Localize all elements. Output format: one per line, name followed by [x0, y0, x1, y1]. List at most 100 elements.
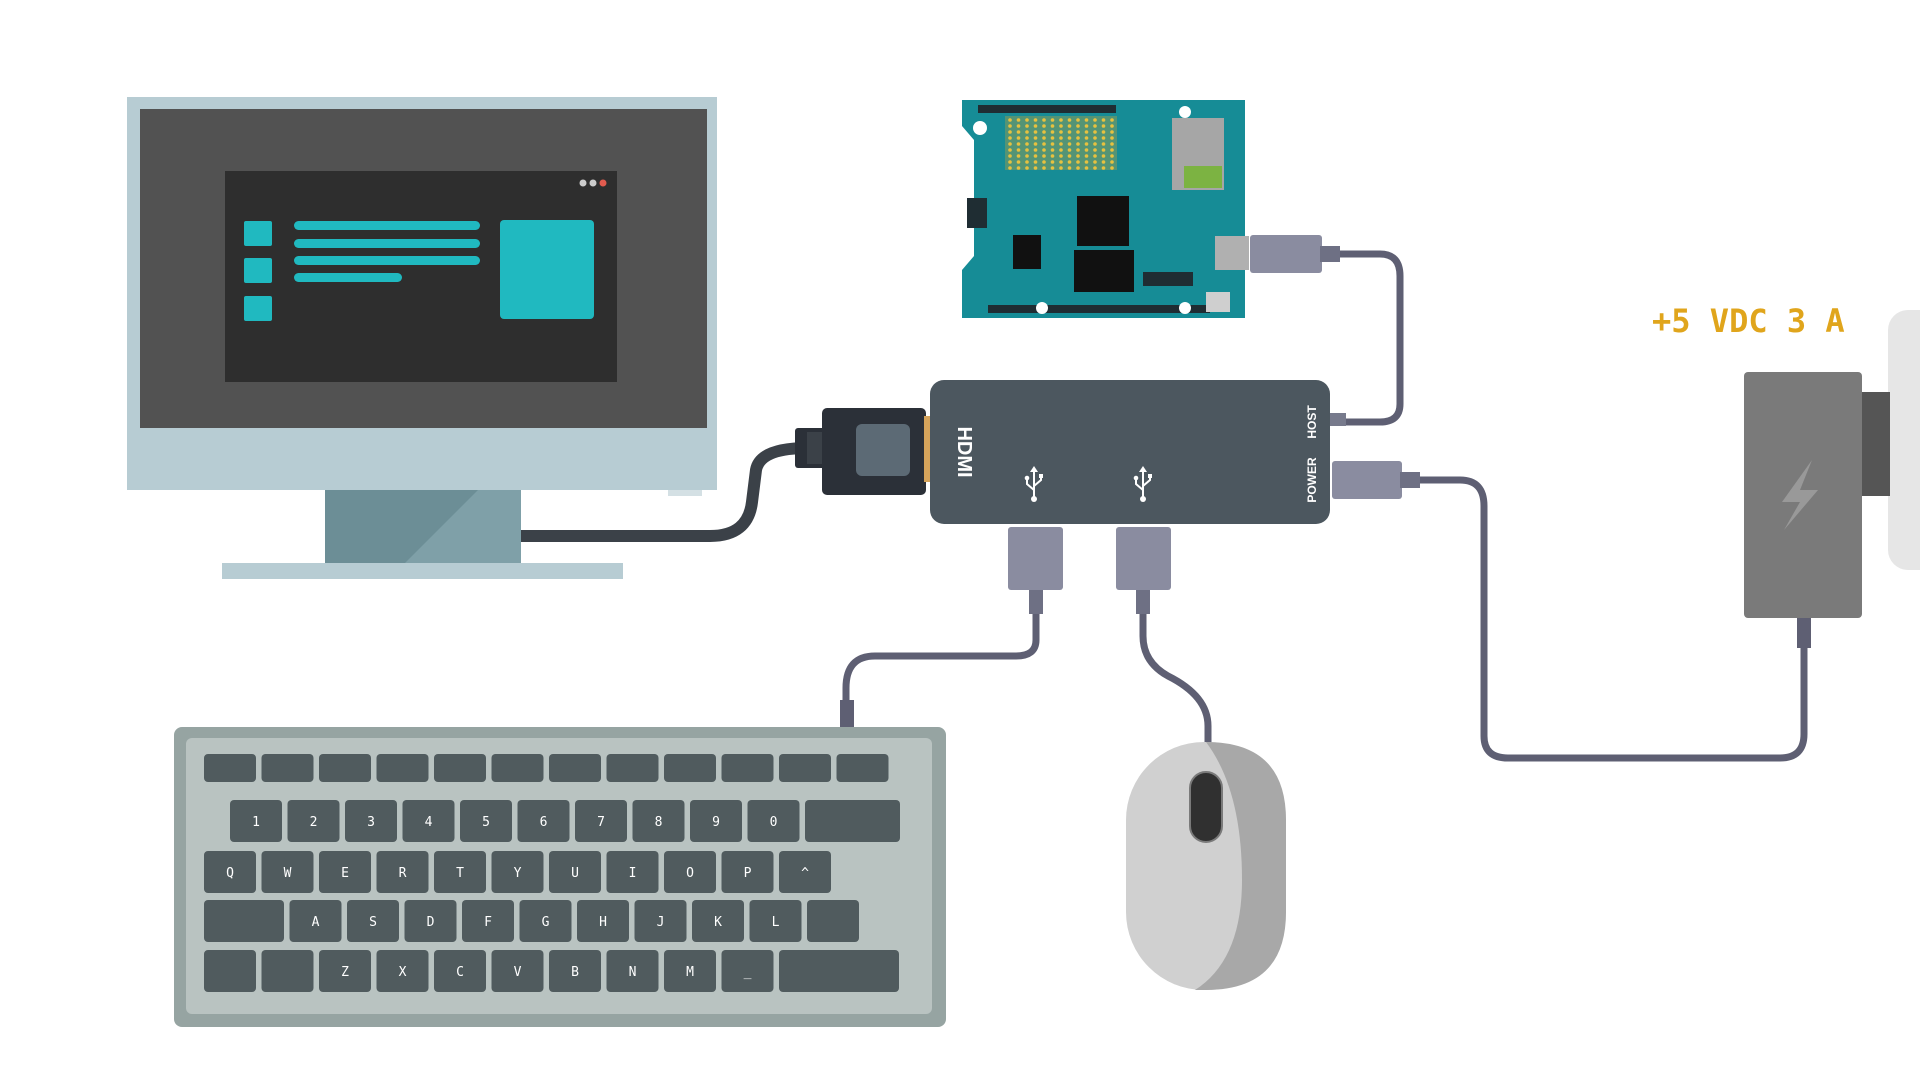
board-pin	[1059, 154, 1063, 158]
board-pin	[1110, 118, 1114, 122]
hdmi-plug	[795, 408, 933, 495]
usb-plug-keyboard	[1008, 527, 1063, 590]
window-line-1	[294, 221, 480, 230]
board-wifi-shield	[1184, 166, 1222, 188]
hdmi-plug-tip	[924, 416, 933, 482]
board-pin	[1050, 124, 1055, 128]
key-cap	[721, 754, 774, 782]
key-label: T	[456, 866, 464, 881]
key-cap	[319, 754, 371, 782]
board-pin	[1059, 166, 1063, 170]
key-label: 0	[770, 815, 778, 830]
key-label: _	[744, 965, 752, 980]
key-label: A	[312, 915, 320, 930]
power-cable	[1406, 476, 1808, 762]
key-label: O	[686, 866, 694, 881]
keyboard-key	[376, 754, 429, 782]
usb-plug-mouse-neck	[1136, 590, 1150, 614]
keyboard-key: U	[549, 851, 601, 893]
board-pin	[1042, 136, 1046, 140]
board-chip-small	[1013, 235, 1041, 269]
keyboard-key: D	[404, 900, 457, 942]
board-usb-port	[1215, 236, 1249, 270]
key-cap	[549, 851, 601, 893]
board-pin	[1110, 160, 1114, 164]
keyboard-key: T	[434, 851, 486, 893]
keyboard-key: G	[519, 900, 572, 942]
window-line-4	[294, 273, 402, 282]
power-port-label: POWER	[1305, 457, 1319, 503]
power-plug	[1332, 461, 1402, 499]
keyboard-key: R	[376, 851, 429, 893]
mouse-cable	[1139, 596, 1212, 749]
board-pin	[1093, 136, 1097, 140]
key-cap	[462, 900, 514, 942]
board-pin	[1025, 136, 1029, 140]
board-pin	[1101, 136, 1106, 140]
board-side-header	[967, 198, 987, 228]
key-label: Q	[226, 866, 234, 881]
key-cap	[749, 900, 802, 942]
board-pin	[1050, 142, 1055, 146]
window-icon-3	[244, 296, 272, 321]
window-icon-1	[244, 221, 272, 246]
hdmi-plug-window	[856, 424, 910, 476]
psu-cable-strain	[1797, 618, 1811, 648]
board-pin	[1076, 130, 1080, 134]
key-label: W	[284, 866, 292, 881]
board-pin	[1093, 142, 1097, 146]
key-label: N	[629, 965, 637, 980]
keyboard-key: 4	[402, 800, 455, 842]
board-pin	[1084, 154, 1089, 158]
board-pin	[1033, 130, 1038, 134]
keyboard-key	[664, 754, 716, 782]
key-cap	[664, 950, 716, 992]
board-pin	[1101, 130, 1106, 134]
key-cap	[261, 851, 314, 893]
board-pin	[1008, 142, 1012, 146]
board-pin	[1076, 166, 1080, 170]
key-label: B	[571, 965, 579, 980]
board-pin	[1025, 124, 1029, 128]
keyboard-cable	[842, 596, 1040, 732]
key-cap	[779, 851, 831, 893]
keyboard-key: 9	[690, 800, 742, 842]
key-label: 7	[597, 815, 605, 830]
keyboard-key: J	[634, 900, 687, 942]
keyboard-key: Q	[204, 851, 256, 893]
board-pin	[1067, 124, 1072, 128]
key-cap	[434, 851, 486, 893]
board-pin	[1008, 136, 1012, 140]
keyboard-key: M	[664, 950, 716, 992]
board-pin	[1110, 154, 1114, 158]
board-pin	[1084, 136, 1089, 140]
keyboard-key: Y	[491, 851, 544, 893]
keyboard-key: 5	[460, 800, 512, 842]
key-cap	[632, 800, 685, 842]
board-pin	[1008, 160, 1012, 164]
power-supply: +5 VDC 3 A	[1652, 302, 1920, 648]
key-cap	[779, 754, 831, 782]
board-chip-main	[1077, 196, 1129, 246]
board-hole-3	[1179, 302, 1191, 314]
board-pin	[1093, 154, 1097, 158]
board-pin	[1110, 136, 1114, 140]
board-pin	[1101, 124, 1106, 128]
key-label: I	[629, 866, 637, 881]
board-pin	[1093, 160, 1097, 164]
board-pin	[1025, 154, 1029, 158]
board-pin	[1042, 154, 1046, 158]
key-cap	[261, 950, 314, 992]
keyboard-key	[807, 900, 859, 942]
usb-icon	[1133, 466, 1152, 502]
board-pin	[1042, 142, 1046, 146]
key-label: J	[657, 915, 665, 930]
key-label: V	[514, 965, 522, 980]
keyboard-key: _	[721, 950, 774, 992]
board-pin	[1101, 148, 1106, 152]
window-close-dot	[599, 179, 607, 187]
board-pin	[1059, 118, 1063, 122]
key-cap	[204, 950, 256, 992]
key-cap	[664, 754, 716, 782]
